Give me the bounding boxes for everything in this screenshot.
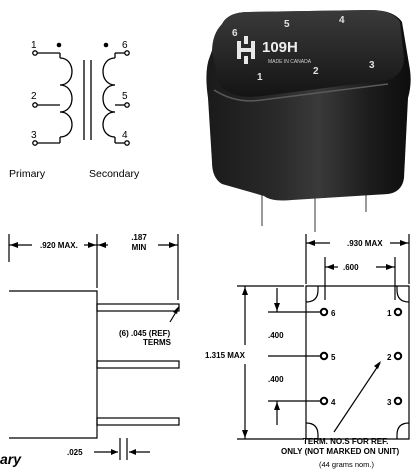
primary-winding <box>59 57 73 138</box>
bv-weight-label: (44 grams nom.) <box>319 460 375 469</box>
notch-top-left <box>305 286 319 303</box>
component-photo: 109H MADE IN CANADA 6 5 4 1 2 3 <box>206 10 411 232</box>
terminal-6 <box>124 50 130 56</box>
bv-pin-label-4: 4 <box>331 398 336 407</box>
thickness-dim-label: .025 <box>67 448 83 457</box>
side-view-body <box>9 290 98 439</box>
footer-label: ary <box>0 451 22 467</box>
terminal-4 <box>124 140 130 146</box>
bv-note-line-1: TERM. NO.S FOR REF. <box>303 437 388 446</box>
secondary-winding <box>102 57 116 138</box>
polarity-dot-secondary <box>103 42 109 48</box>
bv-pin-2 <box>393 351 403 361</box>
bv-note-line-2: ONLY (NOT MARKED ON UNIT) <box>281 447 400 456</box>
photo-logo-text: 109H <box>262 39 298 56</box>
bv-pin-spacing-label: .600 <box>343 263 359 272</box>
bv-height-label: 1.315 MAX <box>205 351 246 360</box>
bottom-view-pins <box>319 307 403 406</box>
secondary-label: Secondary <box>89 168 140 180</box>
bv-pin-4 <box>319 396 329 406</box>
bottom-view <box>237 234 410 440</box>
photo-made-in: MADE IN CANADA <box>268 59 312 65</box>
photo-pin-1: 1 <box>257 72 263 83</box>
bv-pin-5 <box>319 351 329 361</box>
width-dim-label: .920 MAX. <box>40 241 78 250</box>
bv-pin-label-6: 6 <box>331 309 336 318</box>
bv-pin-1 <box>393 307 403 317</box>
terminal-3 <box>32 140 38 146</box>
photo-pin-3: 3 <box>369 60 375 71</box>
pinlen-dim-label-2: MIN <box>132 243 147 252</box>
bv-pin-label-3: 3 <box>387 398 392 407</box>
bottom-view-arrows <box>242 240 408 438</box>
terminal-2 <box>32 102 38 108</box>
side-view-lead-top <box>96 303 180 312</box>
side-view-arrows <box>10 242 179 455</box>
notch-top-right <box>396 286 410 303</box>
pin-label-6: 6 <box>122 40 128 51</box>
side-view <box>8 234 180 460</box>
bv-pin-6 <box>319 307 329 317</box>
schematic <box>32 50 130 146</box>
bv-spacing-bottom-label: .400 <box>268 375 284 384</box>
bv-width-label: .930 MAX <box>347 239 383 248</box>
side-view-lead-bottom <box>96 417 180 426</box>
pin-label-4: 4 <box>122 130 128 141</box>
photo-pin-2: 2 <box>313 66 319 77</box>
bv-pin-label-5: 5 <box>331 353 336 362</box>
photo-pin-5: 5 <box>284 19 290 30</box>
pinlen-dim-label-1: .187 <box>131 233 147 242</box>
terms-label-2: TERMS <box>143 338 172 347</box>
photo-pin-6: 6 <box>232 28 238 39</box>
bv-note-leader <box>333 362 381 433</box>
bv-spacing-top-label: .400 <box>268 331 284 340</box>
bv-pin-label-2: 2 <box>387 353 392 362</box>
pin-label-1: 1 <box>31 40 37 51</box>
photo-edge-highlight <box>213 83 389 102</box>
polarity-dot-primary <box>56 42 62 48</box>
terms-label-1: (6) .045 (REF) <box>119 329 170 338</box>
notch-bottom-left <box>305 422 319 439</box>
pin-label-2: 2 <box>31 91 37 102</box>
bottom-view-outline <box>305 285 410 440</box>
photo-pin-4: 4 <box>339 15 345 26</box>
pin-label-3: 3 <box>31 130 37 141</box>
notch-bottom-right <box>396 422 410 439</box>
logo-mark <box>237 36 255 64</box>
side-view-lead-middle <box>96 360 180 369</box>
pin-label-5: 5 <box>122 91 128 102</box>
bv-pin-label-1: 1 <box>387 309 392 318</box>
terminal-5 <box>124 102 130 108</box>
terminal-1 <box>32 50 38 56</box>
primary-label: Primary <box>9 168 46 180</box>
photo-top-face <box>212 10 404 97</box>
bv-pin-3 <box>393 396 403 406</box>
